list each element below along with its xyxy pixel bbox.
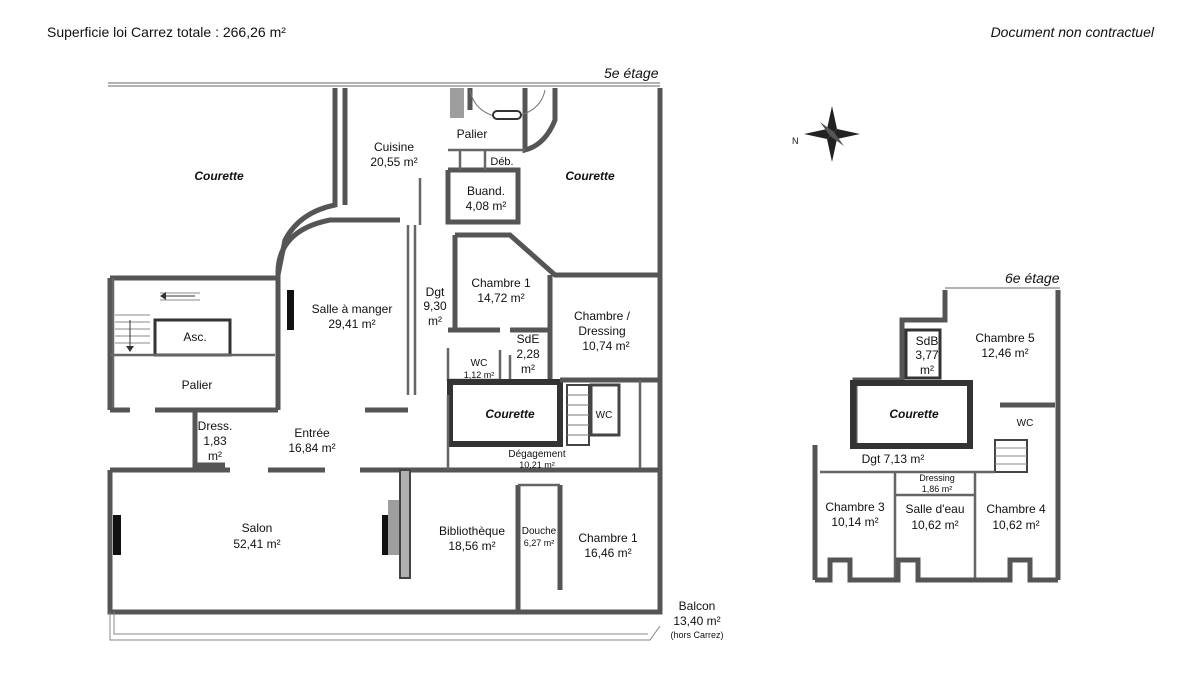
compass-icon (804, 106, 860, 162)
room-ch1-area: 14,72 m² (477, 291, 524, 305)
room-courette-center: Courette (485, 407, 535, 421)
room-wc2: WC (596, 410, 613, 421)
room-dgt-area2: m² (428, 314, 442, 328)
total-area-label: Superficie loi Carrez totale : 266,26 m² (47, 24, 286, 40)
room6-dressing-name: Dressing (919, 473, 955, 483)
room-courette-right: Courette (565, 169, 615, 183)
room-buand-area: 4,08 m² (466, 199, 507, 213)
room-sam-name: Salle à manger (312, 302, 393, 316)
balcon-area: 13,40 m² (673, 614, 720, 628)
room6-wc: WC (1017, 418, 1034, 429)
room-chb1-area: 16,46 m² (584, 546, 631, 560)
room-chdress-name2: Dressing (578, 324, 625, 338)
room-chb1-name: Chambre 1 (578, 531, 638, 545)
room6-ch4-name: Chambre 4 (986, 502, 1046, 516)
room-chdress-name1: Chambre / (574, 309, 631, 323)
room-salon-area: 52,41 m² (233, 537, 280, 551)
room6-ch3-name: Chambre 3 (825, 500, 885, 514)
room6-sde-area: 10,62 m² (911, 518, 958, 532)
room-sam-area: 29,41 m² (328, 317, 375, 331)
room-entree-name: Entrée (294, 426, 330, 440)
room-wc-area: 1,12 m² (464, 370, 495, 380)
room-degagement-area: 10,21 m² (519, 460, 555, 470)
floor-title-5: 5e étage (604, 65, 659, 81)
room-palier-top: Palier (457, 127, 488, 141)
room-salon-name: Salon (242, 521, 273, 535)
room-deb: Déb. (490, 156, 513, 168)
balcon-name: Balcon (679, 599, 716, 613)
fifth-floor-walls (107, 82, 663, 641)
room-ch1-name: Chambre 1 (471, 276, 531, 290)
room-cuisine-area: 20,55 m² (370, 155, 417, 169)
room6-ch5-area: 12,46 m² (981, 346, 1028, 360)
room-wc-name: WC (471, 358, 488, 369)
room-dress-area1: 1,83 (203, 434, 227, 448)
room-douche-area: 6,27 m² (524, 538, 555, 548)
room6-dgt: Dgt 7,13 m² (862, 452, 925, 466)
room-sde-area1: 2,28 (516, 347, 540, 361)
room6-sde-name: Salle d'eau (905, 502, 964, 516)
compass-north-label: N (792, 136, 799, 146)
room-entree-area: 16,84 m² (288, 441, 335, 455)
room6-ch3-area: 10,14 m² (831, 515, 878, 529)
room-sde-name: SdE (517, 332, 540, 346)
floor-title-6: 6e étage (1005, 270, 1060, 286)
room-dress-name: Dress. (198, 419, 233, 433)
room-dgt-name: Dgt (426, 285, 445, 299)
room-degagement-name: Dégagement (508, 449, 565, 460)
room6-ch4-area: 10,62 m² (992, 518, 1039, 532)
room-asc: Asc. (183, 330, 206, 344)
room6-sdb-area2: m² (920, 363, 934, 377)
room6-sdb-area1: 3,77 (915, 348, 939, 362)
room-courette-left: Courette (194, 169, 244, 183)
room-buand-name: Buand. (467, 184, 505, 198)
room-biblio-name: Bibliothèque (439, 524, 505, 538)
room-cuisine-name: Cuisine (374, 140, 414, 154)
room6-dressing-area: 1,86 m² (922, 484, 953, 494)
room6-sdb-name: SdB (916, 334, 939, 348)
room-biblio-area: 18,56 m² (448, 539, 495, 553)
disclaimer-label: Document non contractuel (990, 24, 1154, 40)
room-dress-area2: m² (208, 449, 222, 463)
sixth-floor-walls (812, 287, 1061, 583)
room-douche-name: Douche (522, 526, 557, 537)
balcon-note: (hors Carrez) (670, 630, 723, 640)
room-sde-area2: m² (521, 362, 535, 376)
room-palier-left: Palier (182, 378, 213, 392)
room-chdress-area: 10,74 m² (582, 339, 629, 353)
room-dgt-area1: 9,30 (423, 299, 447, 313)
room6-ch5-name: Chambre 5 (975, 331, 1035, 345)
room6-courette: Courette (889, 407, 939, 421)
